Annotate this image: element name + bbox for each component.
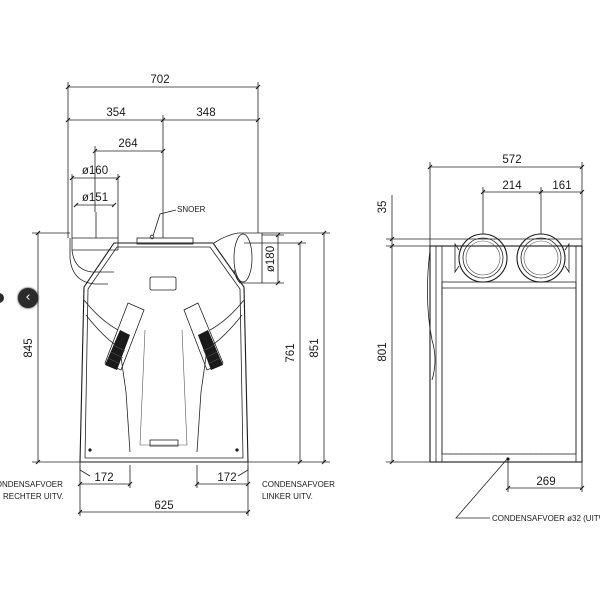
carousel-prev-button[interactable]: ‹ [18,288,38,308]
left-duct [71,212,119,273]
previous-image-indicator[interactable] [0,293,4,303]
dim-duct-spacing: 214 [502,180,522,192]
dim-duct-outer: ø160 [82,165,108,177]
dim-depth: 572 [502,154,521,166]
panel-line-left [83,299,131,453]
foot-right [235,448,239,452]
dim-drain-offset: 269 [536,476,555,488]
side-body-outline [429,245,583,463]
dim-drain-left: 172 [94,472,113,484]
right-duct [213,232,263,284]
dim-base-width: 625 [154,500,173,512]
panel-line-right [196,299,245,453]
dim-top-offset: 35 [377,201,389,214]
dim-right-part: 348 [196,107,215,119]
front-body-outline [79,242,249,463]
left-duct-outline [69,238,108,285]
side-dimension-lines [386,162,585,519]
label-side-drain: CONDENSAFVOER ø32 (UITW) [492,514,600,523]
chevron-left-icon: ‹ [25,290,31,305]
dim-height-left: 845 [23,338,35,357]
base-slot [149,439,179,447]
foot-left [88,448,92,452]
display-panel [149,276,177,291]
label-cable: SNOER [177,205,206,214]
drain-left-outlet [237,462,249,477]
front-body-inner-outline [84,246,244,459]
left-outlet [104,302,145,371]
right-outlet [183,302,224,371]
dim-overall-width: 702 [150,74,169,86]
dim-left-part: 354 [106,107,126,119]
right-duct-opening [233,233,253,283]
label-drain-left-line1: CONDENSAFVOER [262,480,335,489]
side-duct-right [516,233,570,283]
dim-side-height: 801 [377,342,389,361]
drain-right-outlet [79,462,91,477]
side-duct-left [454,233,508,283]
dim-height-right: 851 [309,338,321,357]
dim-height-inner: 761 [285,343,297,362]
front-dimension-lines [32,82,330,516]
dim-duct-offset: 161 [552,180,571,192]
dim-side-duct: ø180 [265,246,277,272]
side-view: 572 214 161 35 801 269 CONDENSAFVOER ø32… [377,154,600,523]
dim-to-center: 264 [118,138,138,150]
side-duct-edge [427,249,436,381]
dim-drain-right: 172 [217,472,236,484]
label-drain-right-line2: RECHTER UITV. [3,492,64,501]
dim-duct-inner: ø151 [82,192,108,204]
label-drain-right-line1: CONDENSAFVOER [0,480,63,489]
front-view: 702 354 348 264 ø160 ø151 SNOER ø180 845… [0,74,335,516]
center-lines [139,329,188,446]
top-plate [136,237,194,245]
side-inner-panel [441,281,577,455]
label-drain-left-line2: LINKER UITV. [262,492,313,501]
